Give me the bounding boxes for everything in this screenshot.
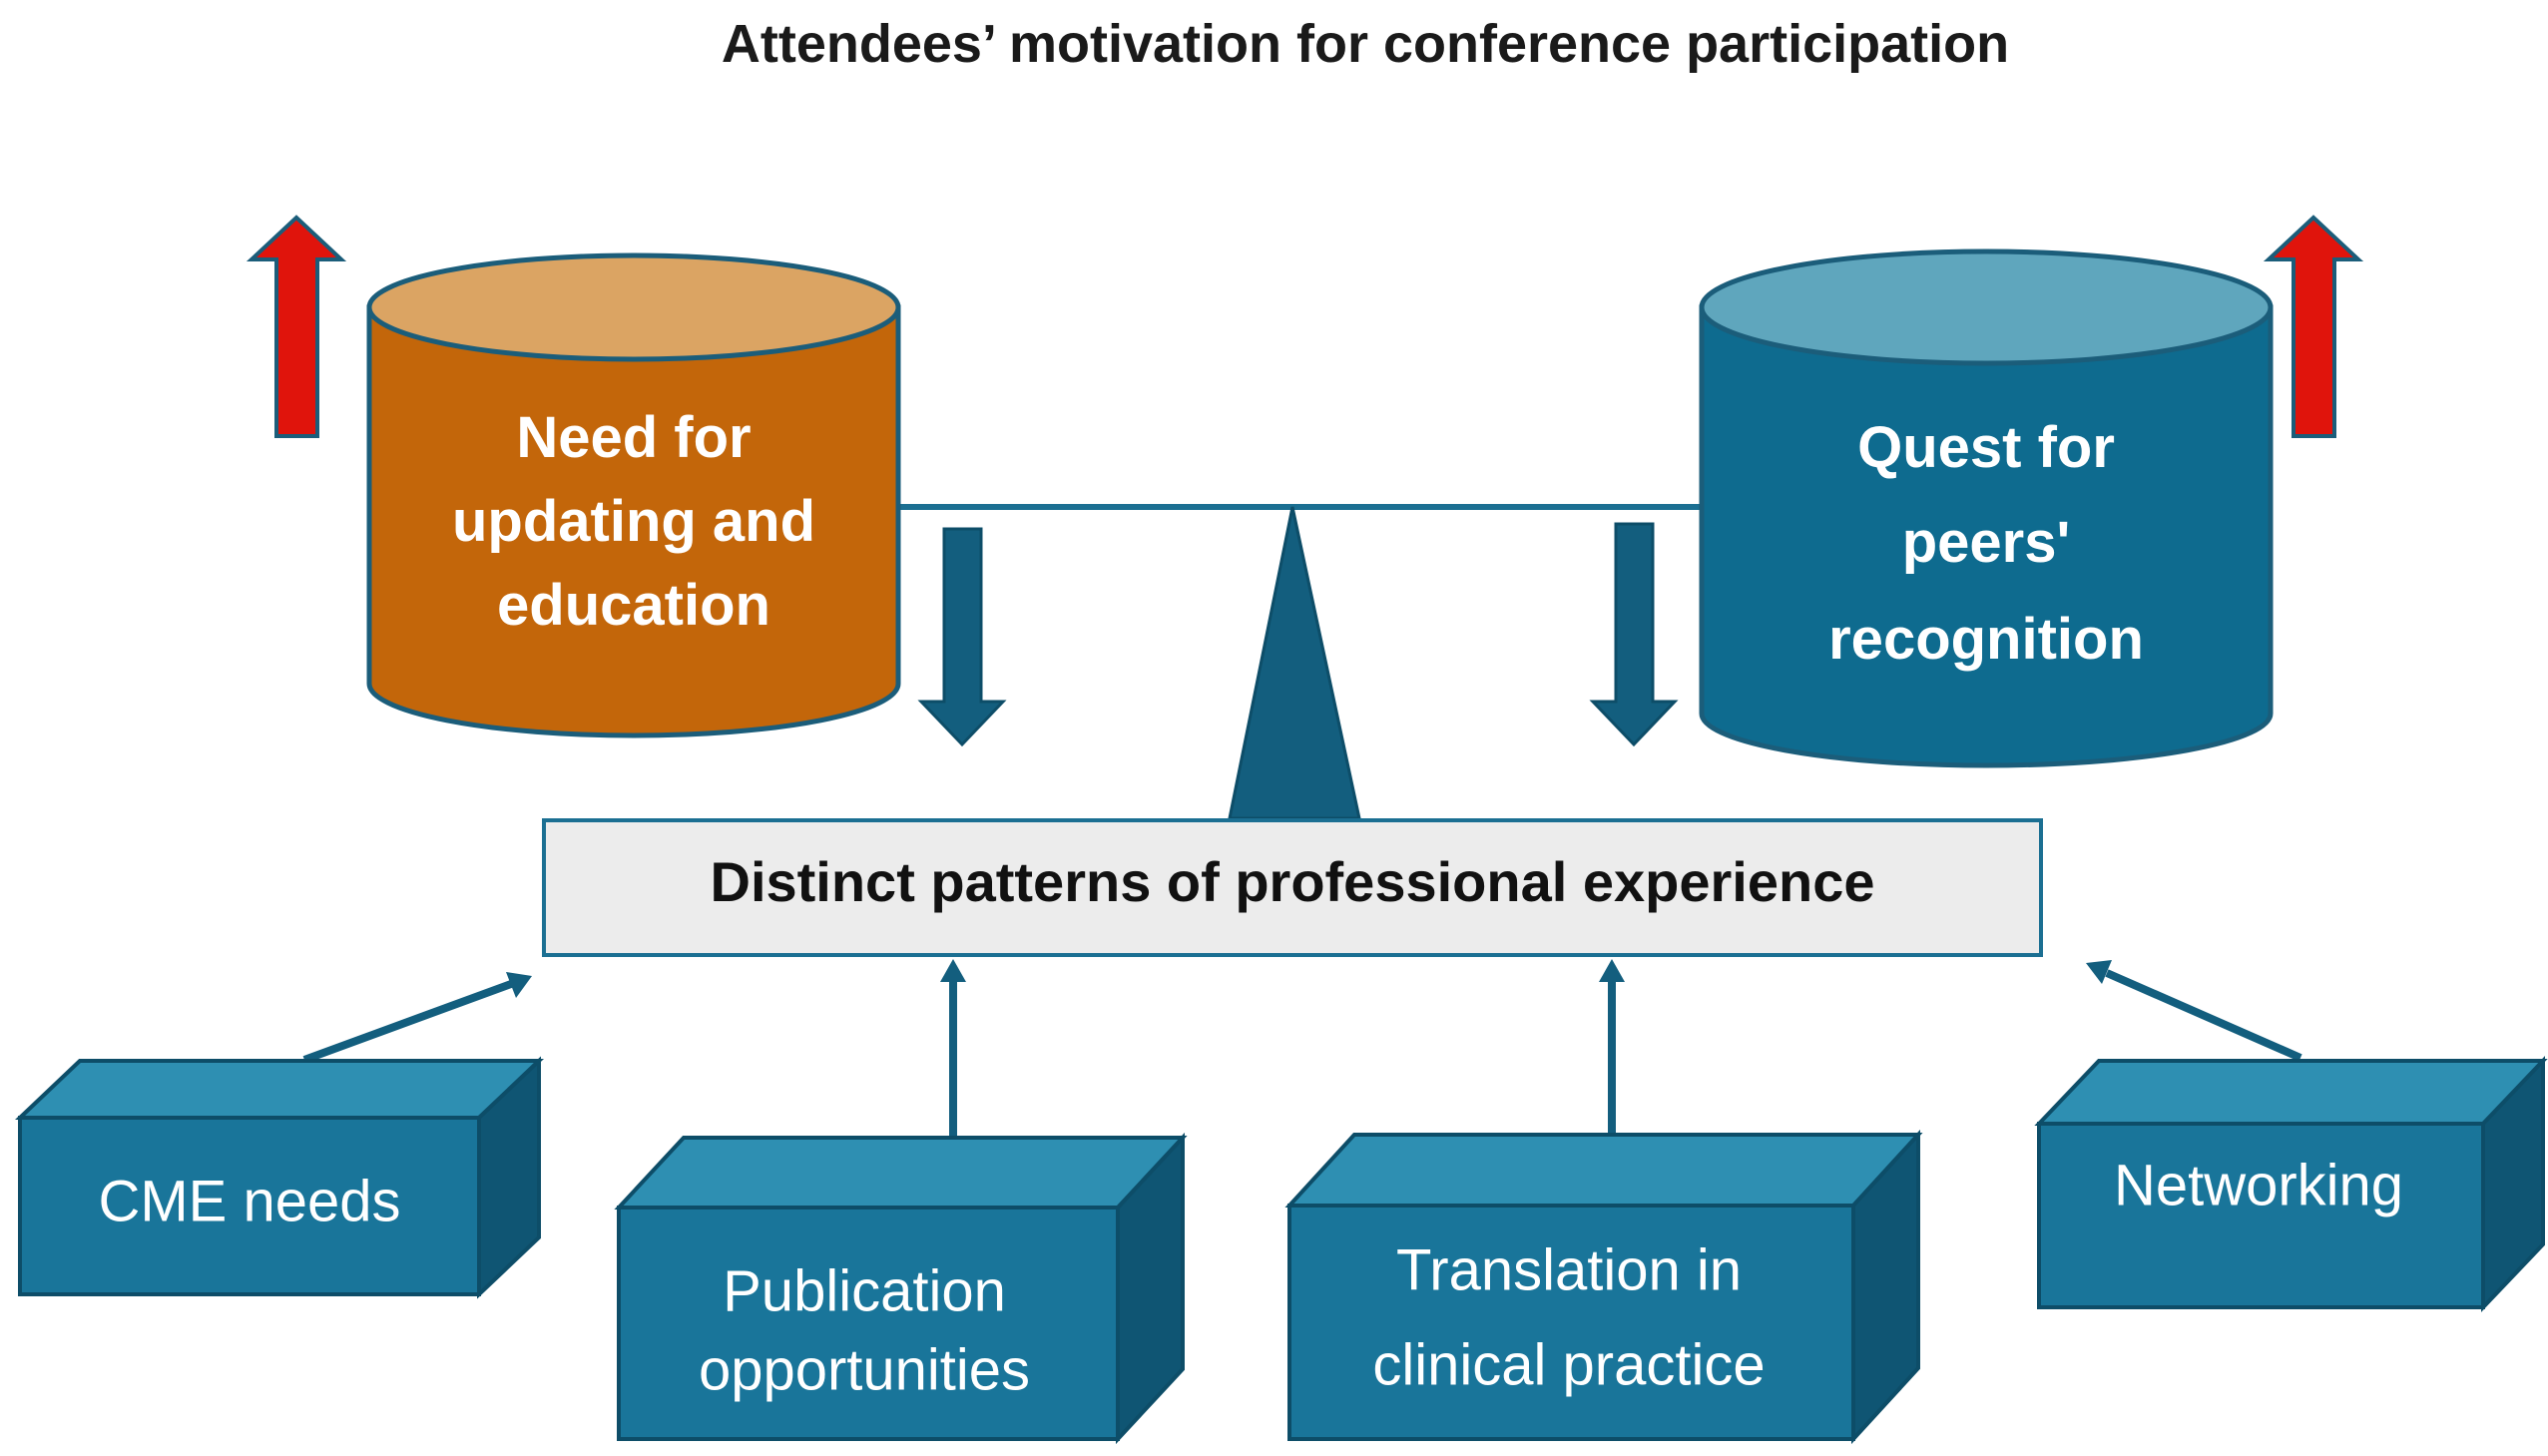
connector-arrow-networking xyxy=(2086,960,2302,1062)
connector-arrow-publication xyxy=(940,959,966,1136)
factor-box-publication-line-2: opportunities xyxy=(699,1337,1030,1402)
left-cylinder-line-3: education xyxy=(497,573,770,638)
factor-box-publication: Publication opportunities xyxy=(614,1132,1188,1445)
right-down-arrow xyxy=(1589,522,1679,747)
right-up-arrow xyxy=(2263,215,2364,438)
center-bar: Distinct patterns of professional experi… xyxy=(542,818,2043,957)
connector-arrow-cme xyxy=(302,972,532,1064)
left-cylinder-line-2: updating and xyxy=(452,489,815,554)
factor-box-publication-line-1: Publication xyxy=(723,1258,1006,1323)
factor-box-cme-needs-line-1: CME needs xyxy=(98,1169,400,1233)
balance-fulcrum xyxy=(1228,506,1361,820)
factor-box-translation-line-1: Translation in xyxy=(1396,1237,1742,1302)
factor-box-networking-line-1: Networking xyxy=(2114,1153,2403,1217)
factor-box-networking: Networking xyxy=(2034,1056,2548,1312)
left-down-arrow xyxy=(917,527,1007,747)
left-cylinder: Need for updating and education xyxy=(366,252,901,738)
right-cylinder-line-3: recognition xyxy=(1828,607,2144,672)
right-cylinder: Quest for peers' recognition xyxy=(1699,248,2274,768)
left-cylinder-line-1: Need for xyxy=(516,405,751,470)
factor-box-cme-needs: CME needs xyxy=(14,1056,545,1299)
right-cylinder-line-1: Quest for xyxy=(1857,415,2115,480)
factor-box-translation-line-2: clinical practice xyxy=(1372,1332,1765,1397)
center-bar-label: Distinct patterns of professional experi… xyxy=(711,850,1875,913)
diagram-title: Attendees’ motivation for conference par… xyxy=(722,14,2009,74)
right-cylinder-line-2: peers' xyxy=(1902,510,2071,575)
connector-arrow-translation xyxy=(1599,959,1625,1133)
factor-box-translation: Translation in clinical practice xyxy=(1284,1129,1923,1445)
left-up-arrow xyxy=(246,215,347,438)
